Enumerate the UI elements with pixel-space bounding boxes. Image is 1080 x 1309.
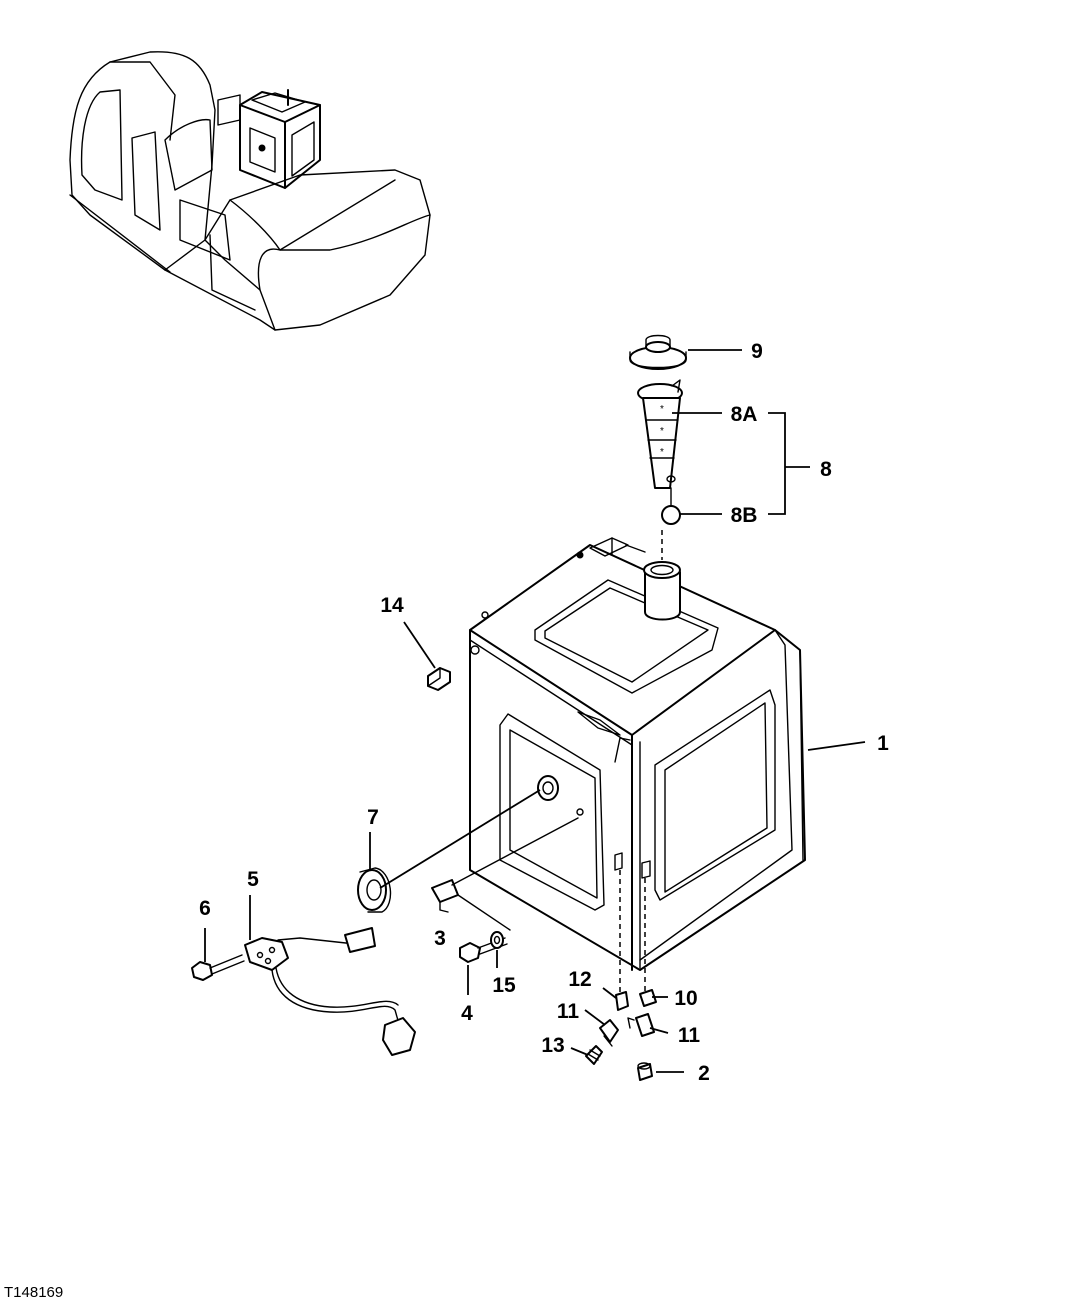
filler-cap xyxy=(629,334,687,370)
drain-plug-fitting xyxy=(639,989,657,1007)
callout-1: 1 xyxy=(877,732,889,755)
callout-14: 14 xyxy=(380,594,404,617)
callout-8a: 8A xyxy=(731,403,758,426)
leader-lines xyxy=(204,349,866,1073)
callout-15: 15 xyxy=(492,974,516,997)
drain-valve-right xyxy=(627,1013,655,1037)
strainer-float xyxy=(661,487,681,525)
callout-10: 10 xyxy=(674,987,697,1010)
figure-id: T148169 xyxy=(4,1284,63,1301)
callout-13: 13 xyxy=(541,1034,564,1057)
drain-hose-fitting xyxy=(615,991,629,1011)
callout-8b: 8B xyxy=(731,504,758,527)
strainer-tube: * * * xyxy=(637,379,683,489)
callout-4: 4 xyxy=(461,1002,473,1025)
washer xyxy=(490,931,504,949)
svg-text:*: * xyxy=(660,447,664,458)
sensor-mounting-screw xyxy=(191,954,245,981)
callout-3: 3 xyxy=(434,927,446,950)
gauge-gasket xyxy=(357,867,392,913)
fuel-level-sensor xyxy=(244,927,416,1056)
cover-clamp xyxy=(431,879,459,913)
drain-cap xyxy=(637,1062,653,1081)
callout-11-right: 11 xyxy=(678,1024,701,1047)
callout-8: 8 xyxy=(820,458,832,481)
svg-text:*: * xyxy=(660,426,664,437)
callout-5: 5 xyxy=(247,868,259,891)
callout-6: 6 xyxy=(199,897,211,920)
fuel-tank xyxy=(469,537,806,971)
callout-7: 7 xyxy=(367,806,379,829)
callout-9: 9 xyxy=(751,340,763,363)
callout-11-left: 11 xyxy=(557,1000,580,1023)
hose-clamp xyxy=(585,1045,603,1065)
callout-12: 12 xyxy=(568,968,591,991)
callout-2: 2 xyxy=(698,1062,710,1085)
machine-overview-illustration xyxy=(69,51,431,331)
svg-text:*: * xyxy=(660,404,664,415)
callout-labels: 9 8A 8B 8 1 14 7 5 6 3 4 15 12 11 13 10 … xyxy=(199,340,889,1085)
tank-plug xyxy=(427,667,451,691)
